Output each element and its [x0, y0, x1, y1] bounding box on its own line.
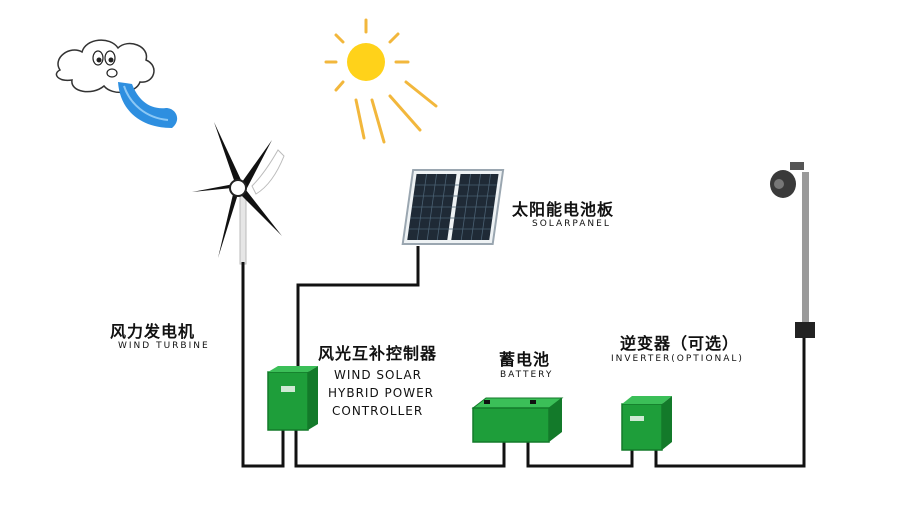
battery-box — [471, 397, 564, 443]
inverter-label-en: INVERTER(OPTIONAL) — [611, 354, 744, 364]
cloud-icon — [55, 39, 155, 94]
battery-label-en: BATTERY — [500, 370, 554, 380]
surveillance-camera-pole-icon — [770, 162, 815, 338]
controller-box — [267, 366, 318, 431]
controller-label: 风光互补控制器 — [318, 344, 438, 363]
sun-icon — [324, 18, 438, 144]
battery-label: 蓄电池 — [499, 350, 551, 369]
wiring — [241, 246, 806, 468]
wind-turbine-label: 风力发电机 — [110, 322, 196, 341]
controller-label-en-1: WIND SOLAR — [334, 368, 423, 382]
solar-panel-icon — [401, 169, 505, 245]
inverter-label: 逆变器（可选） — [620, 334, 740, 353]
wind-turbine-label-en: WIND TURBINE — [118, 341, 210, 351]
wind-turbine-icon — [192, 122, 285, 265]
controller-label-en-2: HYBRID POWER — [328, 386, 434, 400]
inverter-box — [621, 396, 672, 451]
wind-swirl-icon — [118, 82, 178, 128]
controller-label-en-3: CONTROLLER — [332, 404, 424, 418]
solar-panel-label-en: SOLARPANEL — [532, 219, 611, 229]
solar-panel-label: 太阳能电池板 — [512, 200, 615, 219]
